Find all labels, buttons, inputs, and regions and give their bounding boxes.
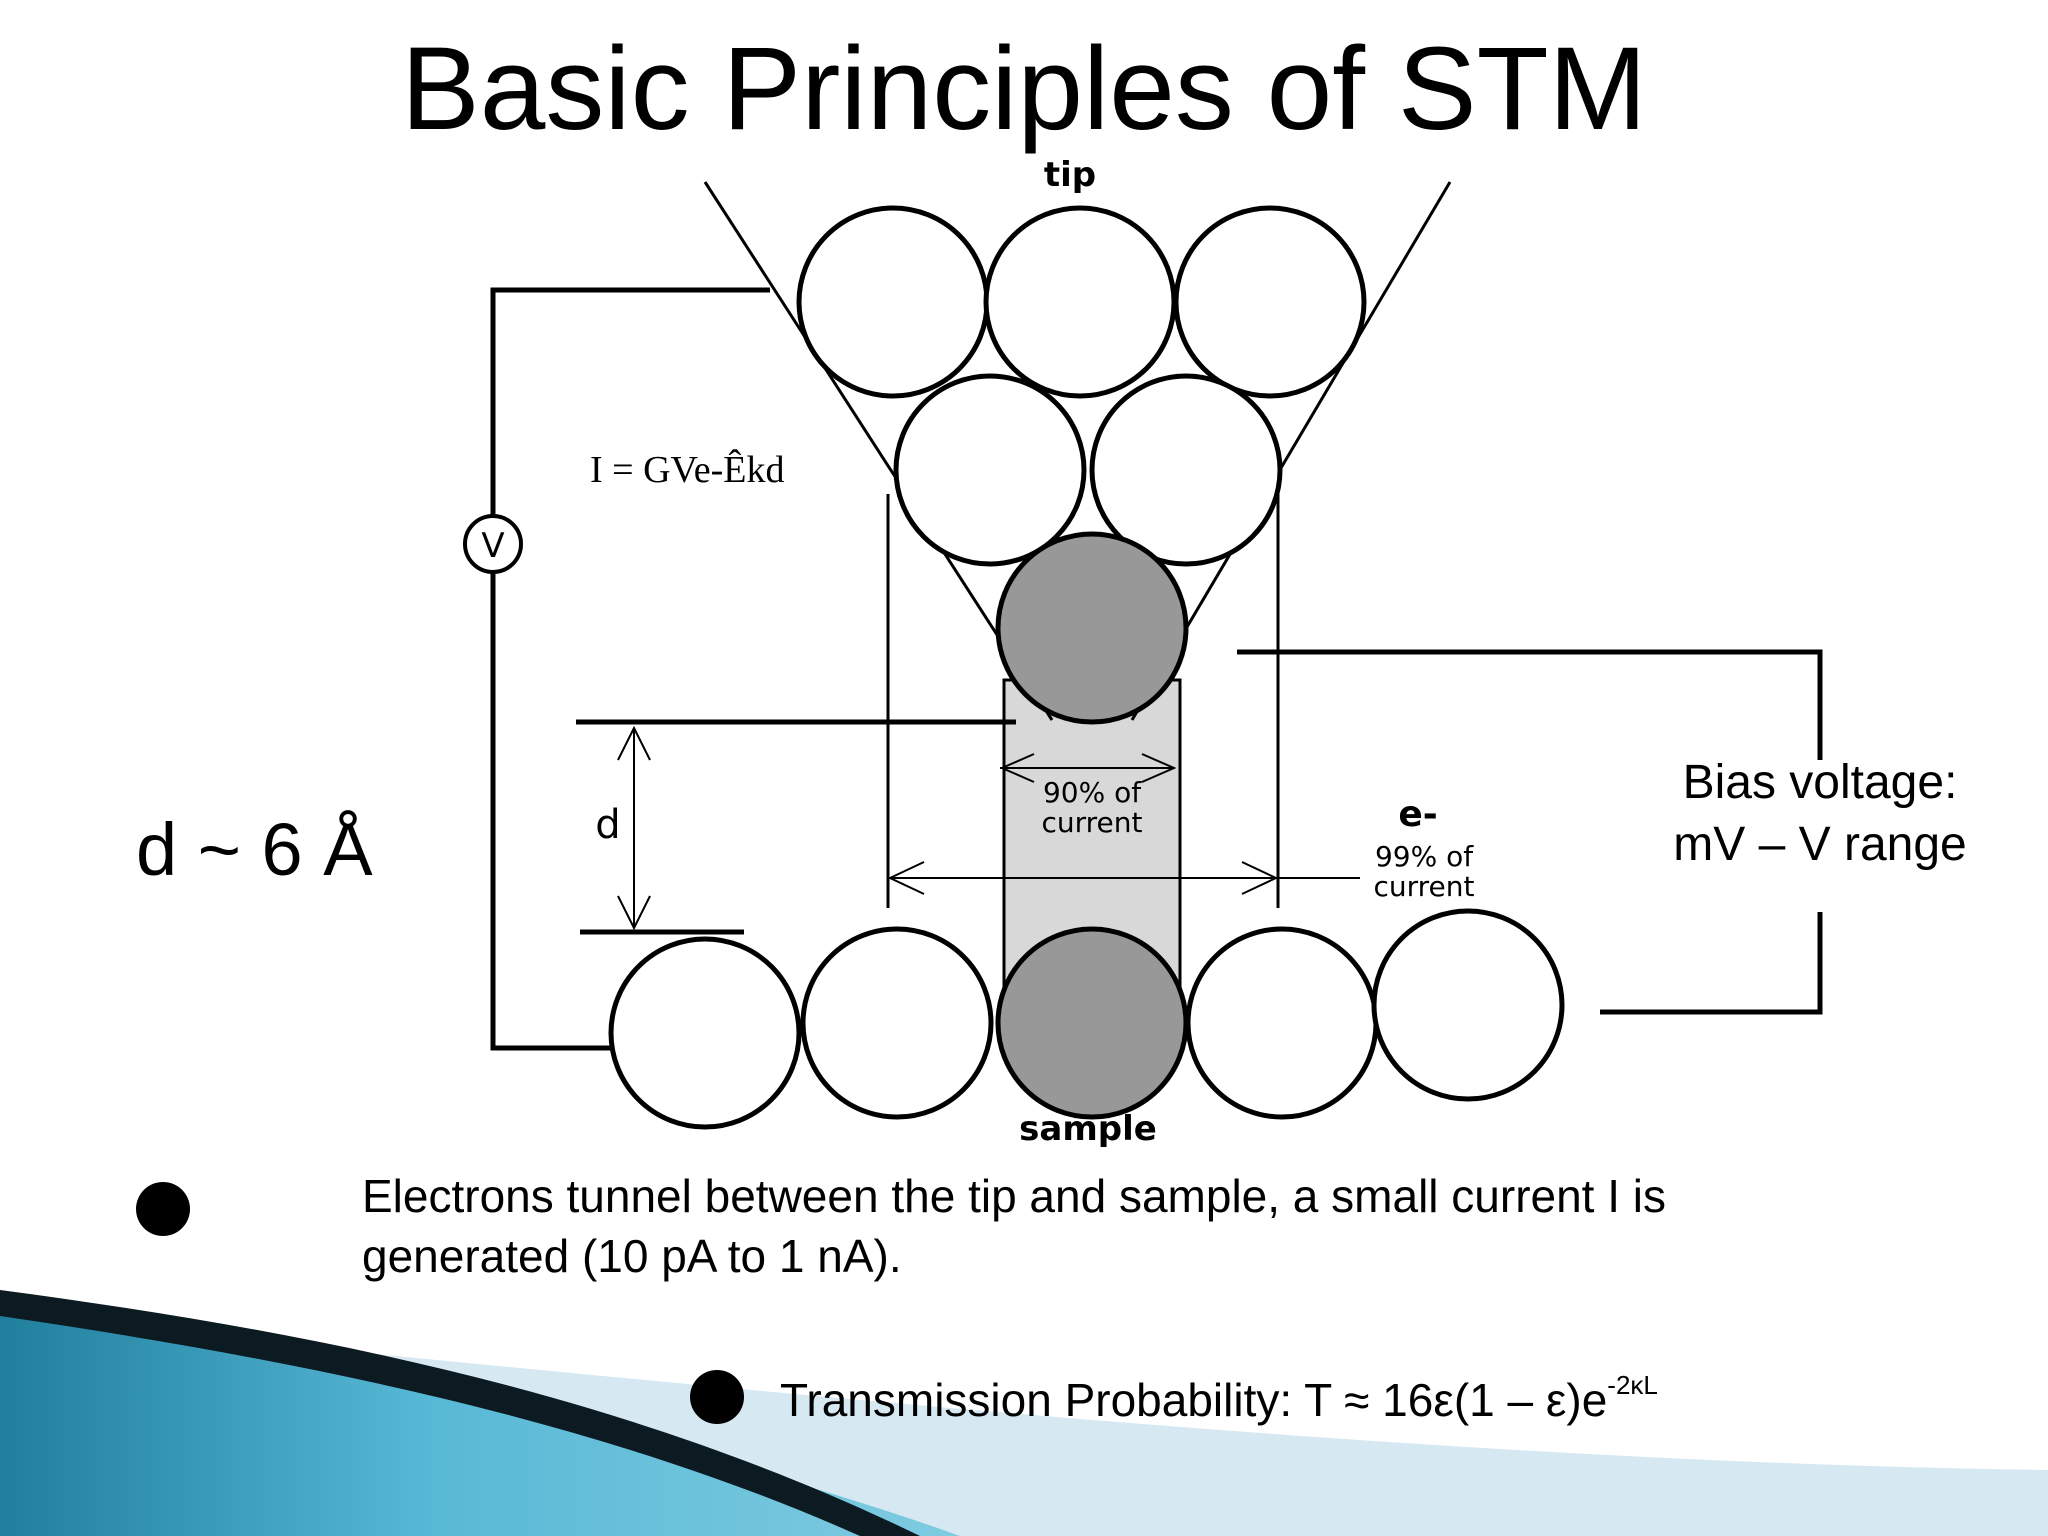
outer-current-line1: 99% of xyxy=(1375,840,1474,873)
circuit-wires xyxy=(490,287,1823,1051)
tip-atom xyxy=(1089,373,1283,567)
tip-sample-distance-note: d ~ 6 Å xyxy=(136,808,373,891)
inner-arrow-head-right xyxy=(1141,753,1177,783)
swoosh-dark-edge xyxy=(0,1290,920,1536)
transmission-formula: Transmission Probability: T ≈ 16ε(1 – ε)… xyxy=(780,1374,1608,1426)
inner-current-line2: current xyxy=(1041,806,1142,839)
sample-active-atom xyxy=(995,926,1189,1120)
bias-note-line1: Bias voltage: xyxy=(1682,756,1958,809)
voltmeter xyxy=(463,514,523,574)
bullet-dot xyxy=(136,1182,190,1236)
tip-cone-left-edge xyxy=(703,181,1054,721)
equation-label: I = GVe-Êkd xyxy=(590,449,785,491)
bias-voltage-note: Bias voltage: mV – V range xyxy=(1635,752,2005,876)
sample-label: sample xyxy=(1019,1109,1157,1149)
bullet-text-tunneling: Electrons tunnel between the tip and sam… xyxy=(362,1170,1667,1282)
bias-wire-top xyxy=(1237,649,1823,760)
transmission-exponent: -2κL xyxy=(1607,1370,1658,1400)
outer-arrow-head-right xyxy=(1241,861,1279,895)
sample-atoms xyxy=(608,908,1565,1130)
tip-atom xyxy=(983,205,1177,399)
sample-atom xyxy=(800,926,994,1120)
outer-current-line2: current xyxy=(1373,870,1474,903)
tip-apex-atom xyxy=(995,531,1189,725)
tip-atom xyxy=(893,373,1087,567)
tip-atom xyxy=(796,205,990,399)
slide-title: Basic Principles of STM xyxy=(401,23,1647,155)
left-circuit-wire xyxy=(490,287,770,518)
tip-label: tip xyxy=(1044,155,1096,195)
inner-arrow-head-left xyxy=(999,753,1035,783)
inner-current-line1: 90% of xyxy=(1043,776,1142,809)
d-arrow-head-top xyxy=(617,725,651,761)
left-circuit-wire-lower xyxy=(490,572,612,1051)
sample-atom xyxy=(1371,908,1565,1102)
sample-atom xyxy=(608,936,802,1130)
d-arrow-head-bottom xyxy=(617,895,651,931)
outer-current-guides xyxy=(886,494,1360,908)
outer-arrow-head-left xyxy=(887,861,925,895)
electron-label: e- xyxy=(1398,794,1437,835)
bias-wire-bottom xyxy=(1600,912,1823,1015)
sample-atom xyxy=(1185,926,1379,1120)
bullet-dot xyxy=(690,1370,744,1424)
tip-atom xyxy=(1173,205,1367,399)
inner-current-arrow xyxy=(999,753,1177,783)
bullet-text-transmission: Transmission Probability: T ≈ 16ε(1 – ε)… xyxy=(780,1370,1658,1430)
voltmeter-label: V xyxy=(481,526,504,566)
tip-atoms xyxy=(796,205,1367,725)
d-label: d xyxy=(595,802,620,848)
d-dimension xyxy=(576,719,1016,935)
bias-note-line2: mV – V range xyxy=(1673,818,1967,871)
